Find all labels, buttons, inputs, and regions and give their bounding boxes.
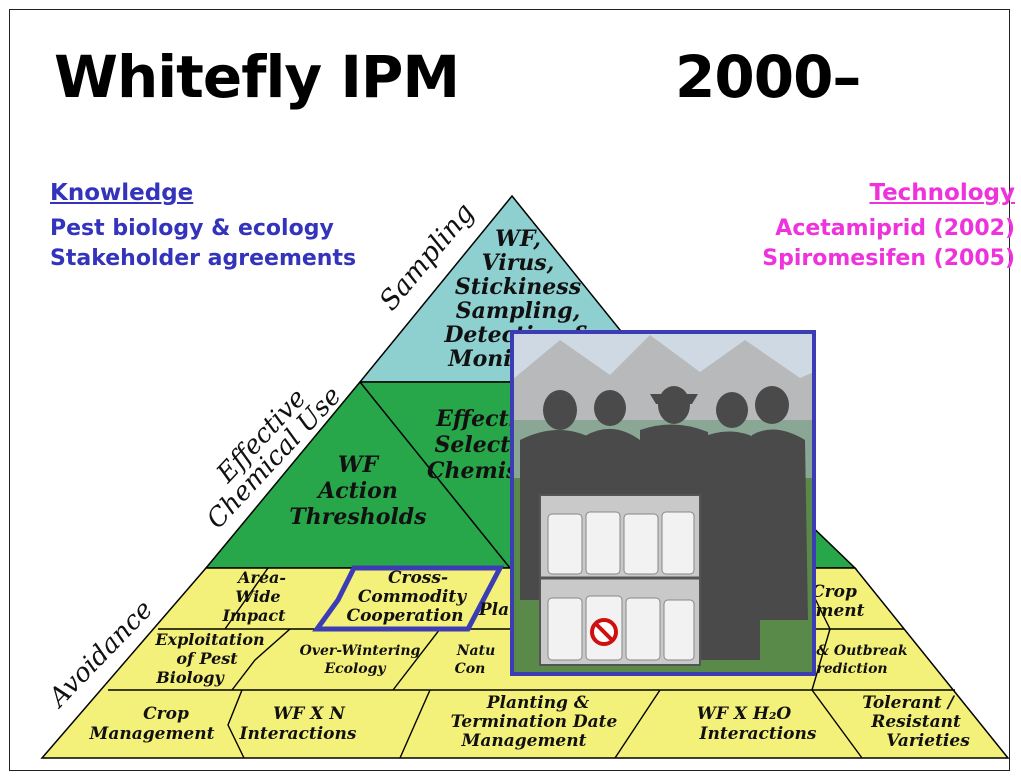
cross-commodity-line: Cross- bbox=[388, 568, 448, 588]
wf-x-h2o-line: Interactions bbox=[699, 724, 817, 744]
crop-partial-line: ment bbox=[815, 601, 864, 621]
area-wide-line: Impact bbox=[221, 606, 286, 625]
cross-commodity-highlight bbox=[312, 565, 505, 632]
mid-left-line: WF bbox=[338, 452, 380, 478]
knowledge-panel: Knowledge Pest biology & ecology Stakeho… bbox=[50, 178, 356, 274]
bottom-row-2: Exploitation of Pest Biology Over-Winter… bbox=[154, 630, 908, 687]
knowledge-item: Pest biology & ecology bbox=[50, 216, 334, 241]
top-tier-line: Sampling, bbox=[456, 298, 581, 324]
top-tier-line: WF, bbox=[495, 226, 541, 252]
wf-x-n-line: WF X N bbox=[273, 704, 346, 724]
bottom-row-1: Area- Wide Impact Cross- Commodity Coope… bbox=[221, 568, 864, 626]
tolerant-line: Resistant bbox=[870, 712, 961, 732]
stakeholders-illustration bbox=[510, 330, 816, 676]
planting-partial: Pla bbox=[478, 600, 509, 620]
area-wide-line: Area- bbox=[236, 568, 286, 587]
technology-panel: Technology Acetamiprid (2002) Spiromesif… bbox=[762, 178, 1015, 274]
mid-left-line: Thresholds bbox=[289, 504, 426, 530]
outbreak-partial-line: & Outbreak bbox=[816, 643, 907, 659]
natural-partial-line: Con bbox=[455, 661, 486, 677]
knowledge-item: Stakeholder agreements bbox=[50, 246, 357, 271]
cross-commodity-line: Commodity bbox=[358, 587, 467, 607]
top-tier-line: Stickiness bbox=[455, 274, 581, 300]
outbreak-partial-line: rediction bbox=[816, 661, 887, 677]
crop-management-line: Crop bbox=[143, 704, 189, 724]
mid-left-text: WF Action Thresholds bbox=[289, 452, 426, 530]
slide-title: Whitefly IPM bbox=[54, 43, 460, 111]
planting-termination-line: Planting & bbox=[486, 693, 590, 713]
middle-tier-divider bbox=[359, 381, 511, 569]
technology-heading: Technology bbox=[869, 180, 1015, 206]
mid-left-line: Action bbox=[316, 478, 398, 504]
exploitation-line: Exploitation bbox=[154, 630, 264, 649]
crop-management-line: Management bbox=[89, 724, 215, 744]
tolerant-line: Tolerant / bbox=[862, 693, 955, 713]
no-symbol-icon bbox=[590, 618, 618, 646]
bottom-row-3: Crop Management WF X N Interactions Plan… bbox=[89, 693, 971, 751]
top-tier-line: Virus, bbox=[482, 250, 555, 276]
over-wintering-line: Ecology bbox=[323, 661, 386, 677]
chemical-jugs bbox=[547, 511, 695, 661]
exploitation-line: of Pest bbox=[176, 649, 238, 668]
wf-x-n-line: Interactions bbox=[239, 724, 357, 744]
illustration-border bbox=[510, 330, 816, 676]
natural-partial-line: Natu bbox=[456, 643, 496, 659]
crop-partial-line: Crop bbox=[811, 582, 857, 602]
knowledge-heading: Knowledge bbox=[50, 180, 194, 206]
planting-termination-line: Termination Date bbox=[451, 712, 618, 732]
tolerant-line: Varieties bbox=[886, 731, 970, 751]
planting-termination-line: Management bbox=[461, 731, 587, 751]
technology-item: Spiromesifen (2005) bbox=[762, 246, 1015, 271]
slide-title-year: 2000– bbox=[675, 43, 861, 111]
technology-item: Acetamiprid (2002) bbox=[775, 216, 1015, 241]
cross-commodity-line: Cooperation bbox=[347, 606, 464, 626]
exploitation-line: Biology bbox=[155, 668, 225, 687]
wf-x-h2o-line: WF X H₂O bbox=[697, 704, 792, 724]
area-wide-line: Wide bbox=[235, 587, 280, 606]
over-wintering-line: Over-Wintering bbox=[300, 643, 421, 659]
